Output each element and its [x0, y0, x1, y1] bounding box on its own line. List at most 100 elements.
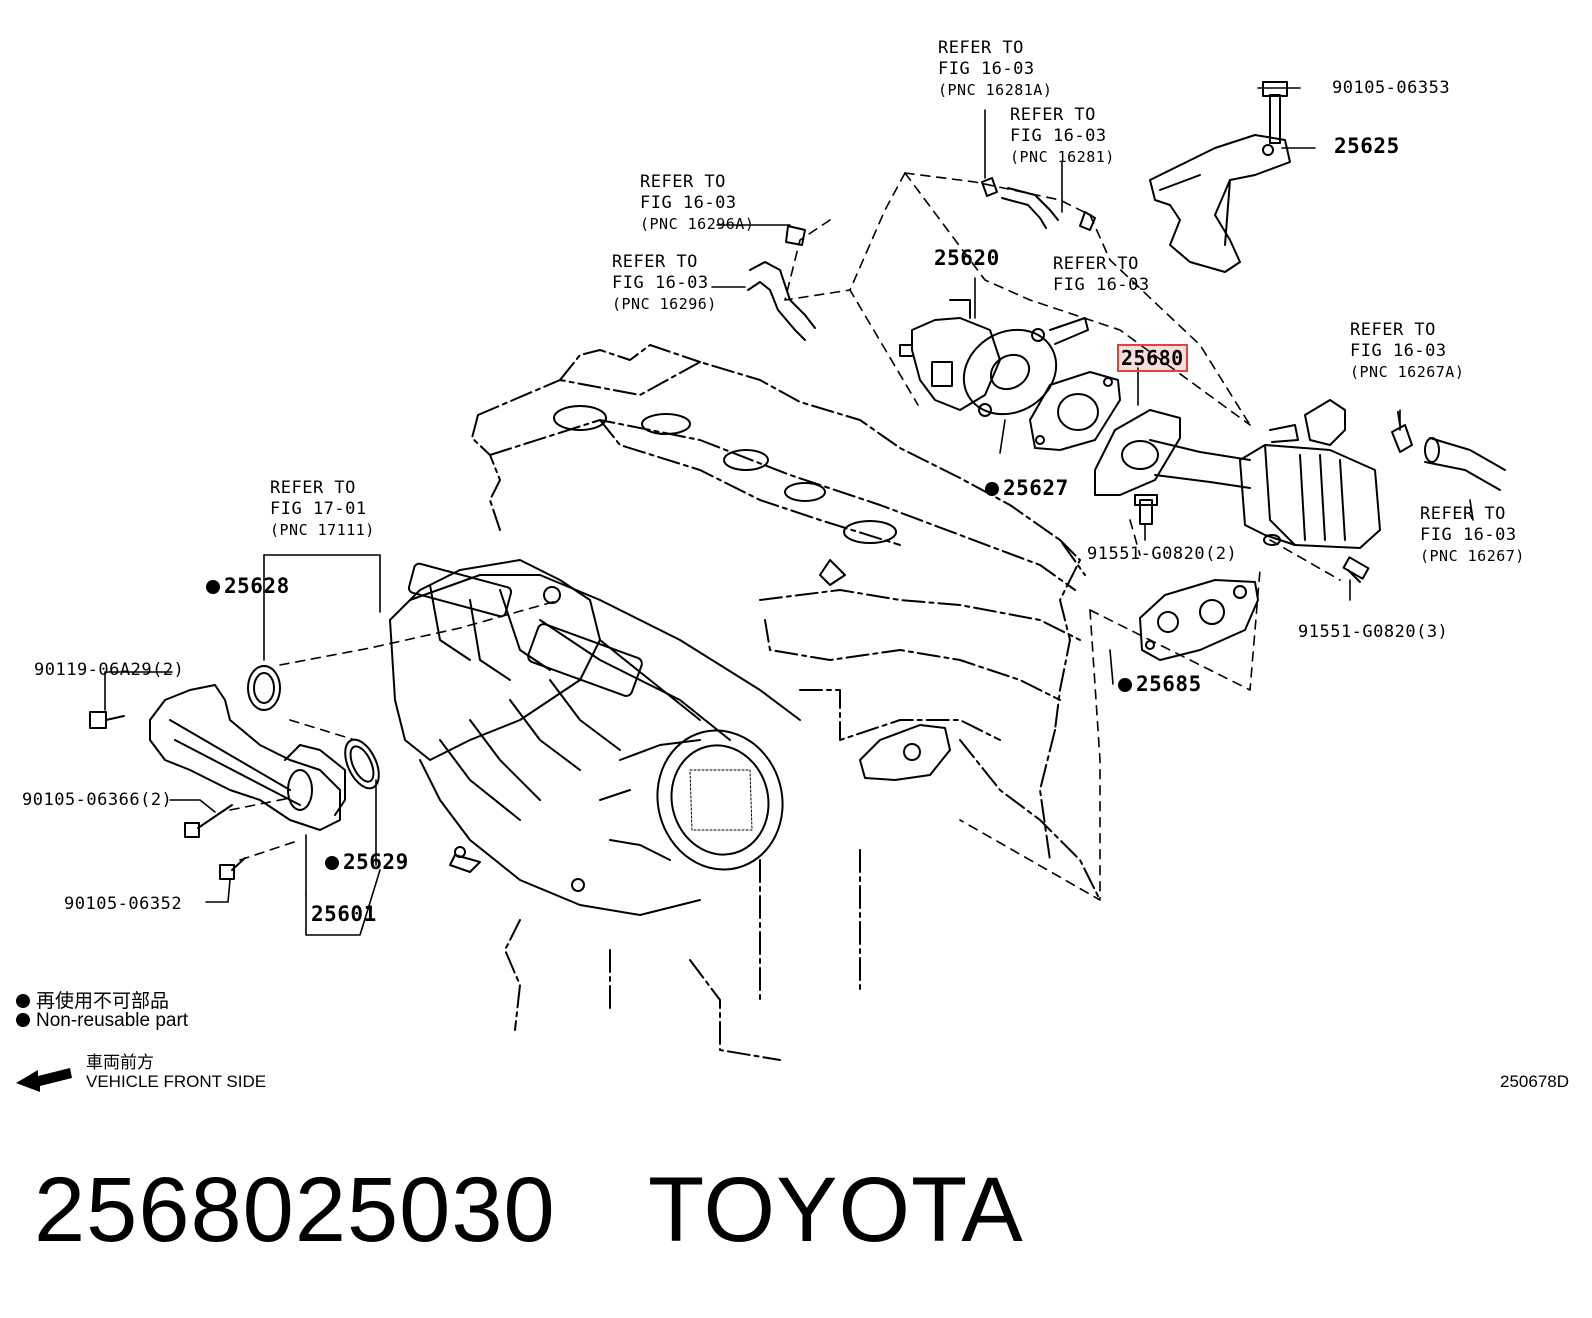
ref-line3: (PNC 16267) [1420, 547, 1525, 565]
ref-fig16-03-16281a: REFER TO FIG 16-03 (PNC 16281A) [938, 38, 1052, 101]
egr-pipe-25680-drawing [1094, 409, 1251, 496]
diagram-code-text: 250678D [1500, 1072, 1570, 1091]
legend-text: 車両前方 [86, 1053, 154, 1072]
hose-16281-drawing [1001, 187, 1059, 229]
non-reusable-dot-icon [206, 580, 220, 594]
part-number-text: 25685 [1136, 672, 1202, 696]
ref-line2: FIG 16-03 [1350, 341, 1447, 361]
throttle-stay-drawing [149, 684, 346, 831]
ref-line3: (PNC 16281A) [938, 81, 1053, 99]
ref-fig16-03-plain: REFER TO FIG 16-03 [1053, 254, 1150, 296]
part-label-90105-06366-2[interactable]: 90105-06366(2) [22, 790, 172, 810]
ref-fig16-03-16296a: REFER TO FIG 16-03 (PNC 16296A) [640, 172, 754, 235]
bolt-90105-06352-drawing [219, 857, 246, 880]
part-label-25685[interactable]: 25685 [1118, 672, 1202, 696]
ref-line3: (PNC 17111) [270, 521, 375, 539]
part-number-text: 25680 [1121, 346, 1184, 370]
non-reusable-dot-icon [325, 856, 339, 870]
part-number-text: 91551-G0820(3) [1298, 622, 1449, 642]
hose-16296-drawing [747, 261, 816, 341]
part-label-25627[interactable]: 25627 [985, 476, 1069, 500]
part-number-text: 90105-06353 [1332, 78, 1451, 98]
part-number-text: 25627 [1003, 476, 1069, 500]
part-number-text: 25629 [343, 850, 409, 874]
part-label-91551-g0820-2[interactable]: 91551-G0820(2) [1087, 544, 1237, 564]
ref-line3: (PNC 16267A) [1350, 363, 1465, 381]
ref-line1: REFER TO [612, 252, 698, 272]
clamp-16296a-drawing [785, 225, 806, 246]
ref-line1: REFER TO [1010, 105, 1096, 125]
ref-fig16-03-16281: REFER TO FIG 16-03 (PNC 16281) [1010, 105, 1115, 168]
legend-nonreusable-jp: 再使用不可部品 [16, 986, 169, 1013]
legend-text: 再使用不可部品 [36, 991, 170, 1012]
ref-line2: FIG 16-03 [640, 193, 737, 213]
part-number-text: 25628 [224, 574, 290, 598]
engine-block-outline [471, 344, 1101, 1061]
ref-line3: (PNC 16296) [612, 295, 717, 313]
legend-nonreusable-en: Non-reusable part [16, 1010, 188, 1032]
part-label-90119-06a29-2[interactable]: 90119-06A29(2) [34, 660, 184, 680]
part-number-text: 90105-06366(2) [22, 790, 173, 810]
clamp-plain-drawing [1079, 211, 1096, 231]
bolt-90105-06366-drawing [184, 804, 233, 838]
ref-line2: FIG 17-01 [270, 499, 367, 519]
part-label-90105-06352[interactable]: 90105-06352 [64, 894, 182, 914]
intake-manifold-drawing [389, 559, 801, 916]
vehicle-front-arrow [16, 1068, 72, 1092]
part-number-text: 25620 [934, 246, 1000, 270]
footer-part-number: 2568025030 [34, 1159, 556, 1261]
ref-line1: REFER TO [1350, 320, 1436, 340]
clamp-16281a-drawing [981, 177, 998, 197]
part-label-25601[interactable]: 25601 [311, 902, 377, 926]
part-label-25620[interactable]: 25620 [934, 246, 1000, 270]
part-number-text: 90119-06A29(2) [34, 660, 185, 680]
egr-valve-drawing [899, 299, 1089, 417]
ref-line2: FIG 16-03 [1010, 126, 1107, 146]
hose-clamp-right-drawing [1391, 411, 1413, 453]
bracket-25625-drawing [1149, 81, 1291, 273]
ref-line1: REFER TO [938, 38, 1024, 58]
ref-line1: REFER TO [270, 478, 356, 498]
bolt-91551-2-drawing [1134, 494, 1158, 525]
non-reusable-dot-icon [1118, 678, 1132, 692]
part-label-25629[interactable]: 25629 [325, 850, 409, 874]
water-hose-right-drawing [1424, 437, 1506, 491]
legend-text: VEHICLE FRONT SIDE [86, 1072, 267, 1091]
cam-cover-holes [553, 405, 897, 586]
part-label-25628[interactable]: 25628 [206, 574, 290, 598]
legend-dot-icon [16, 1013, 30, 1027]
part-label-25680-highlighted[interactable]: 25680 [1117, 344, 1188, 372]
bolt-91551-3-drawing [1342, 556, 1370, 583]
part-label-91551-g0820-3[interactable]: 91551-G0820(3) [1298, 622, 1448, 642]
leader-lines [104, 87, 1474, 936]
non-reusable-dot-icon [985, 482, 999, 496]
ref-line1: REFER TO [1420, 504, 1506, 524]
ref-line2: FIG 16-03 [938, 59, 1035, 79]
o-ring-25628-drawing [247, 665, 281, 711]
ref-fig16-03-16267a: REFER TO FIG 16-03 (PNC 16267A) [1350, 320, 1464, 383]
part-number-text: 90105-06352 [64, 894, 183, 914]
part-label-90105-06353[interactable]: 90105-06353 [1332, 78, 1450, 98]
gasket-25685-drawing [1139, 579, 1259, 661]
part-number-text: 91551-G0820(2) [1087, 544, 1238, 564]
footer-brand: TOYOTA [648, 1159, 1024, 1261]
ref-line1: REFER TO [640, 172, 726, 192]
part-label-25625[interactable]: 25625 [1334, 134, 1400, 158]
legend-front-en: VEHICLE FRONT SIDE [86, 1072, 266, 1092]
ref-line3: (PNC 16296A) [640, 215, 755, 233]
ref-line2: FIG 16-03 [1053, 275, 1150, 295]
ref-line2: FIG 16-03 [1420, 525, 1517, 545]
legend-text: Non-reusable part [36, 1010, 189, 1031]
part-number-text: 25625 [1334, 134, 1400, 158]
ref-fig16-03-16267: REFER TO FIG 16-03 (PNC 16267) [1420, 504, 1525, 567]
block-gasket-face-drawing [859, 724, 951, 781]
egr-cooler-drawing [1239, 399, 1381, 549]
gasket-25629-drawing [344, 738, 380, 790]
ref-fig17-01-17111: REFER TO FIG 17-01 (PNC 17111) [270, 478, 375, 541]
ref-line2: FIG 16-03 [612, 273, 709, 293]
ref-line3: (PNC 16281) [1010, 148, 1115, 166]
ref-fig16-03-16296: REFER TO FIG 16-03 (PNC 16296) [612, 252, 717, 315]
ref-line1: REFER TO [1053, 254, 1139, 274]
